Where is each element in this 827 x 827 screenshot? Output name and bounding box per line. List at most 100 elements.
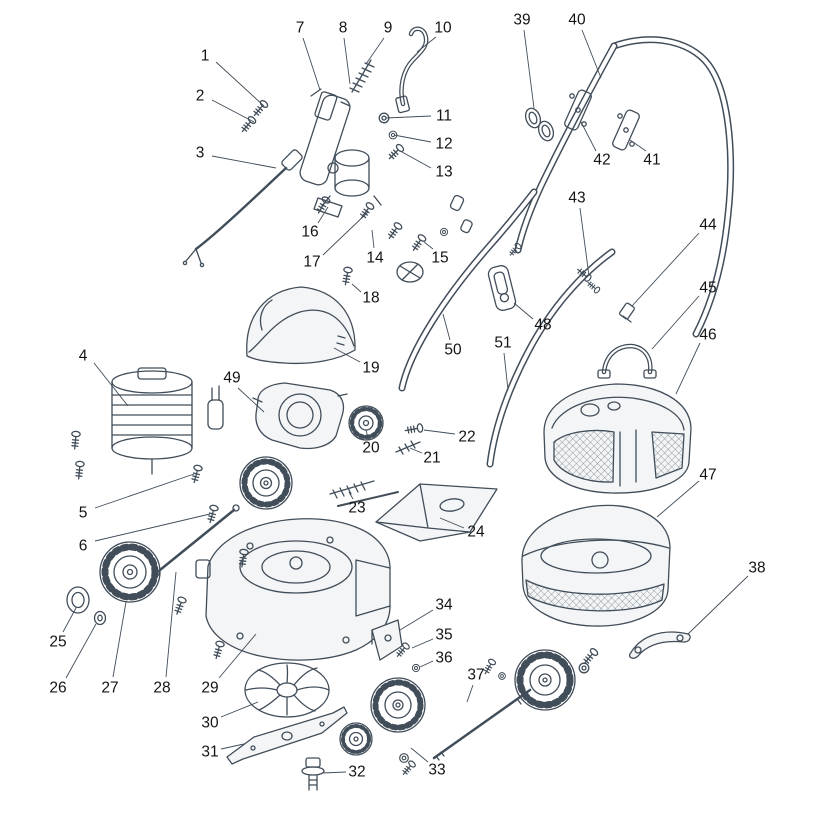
leader-line-37 [466, 684, 474, 703]
leader-line-46 [675, 342, 701, 395]
part-number-51: 51 [494, 335, 511, 352]
motor [111, 367, 193, 475]
wheel-small-20 [348, 405, 384, 441]
part-number-11: 11 [436, 108, 452, 125]
leader-line-36 [419, 660, 434, 668]
part-number-26: 26 [49, 680, 66, 697]
nut-part-36 [411, 663, 421, 673]
washer-part-33 [399, 753, 409, 763]
part-number-39: 39 [513, 12, 530, 29]
leader-line-18 [351, 283, 362, 293]
leader-line-48 [513, 302, 534, 320]
part-number-13: 13 [435, 164, 452, 181]
screw-part-left-a [69, 430, 82, 450]
part-number-17: 17 [303, 254, 320, 271]
leader-line-13 [401, 151, 432, 169]
screw-part-deck-b [172, 595, 188, 617]
grass-box-top [543, 383, 692, 494]
leader-line-1 [215, 61, 265, 107]
part-number-6: 6 [79, 538, 88, 555]
blade-bolt [301, 757, 325, 791]
part-number-21: 21 [423, 450, 440, 467]
part-number-14: 14 [366, 250, 384, 267]
screw-part-22 [403, 422, 424, 436]
cable-clip-39b [537, 120, 555, 142]
part-number-46: 46 [699, 327, 716, 344]
part-number-28: 28 [153, 680, 170, 697]
screw-part-5 [189, 463, 204, 485]
leader-line-40 [581, 29, 602, 79]
leader-line-47 [656, 480, 700, 518]
part-number-19: 19 [362, 360, 379, 377]
motor-cover-dome [246, 286, 356, 365]
part-number-24: 24 [467, 524, 485, 541]
leader-line-22 [423, 429, 456, 435]
bolt-44 [619, 302, 635, 323]
leader-line-51 [503, 352, 509, 391]
leader-line-14 [371, 229, 375, 249]
part-number-41: 41 [643, 152, 660, 169]
rear-axle [432, 688, 532, 761]
screw-part-left-b [73, 460, 86, 480]
leader-line-15 [423, 241, 434, 250]
leader-line-3 [211, 155, 277, 169]
screw-part-43b [585, 279, 602, 295]
leader-line-23 [348, 491, 354, 500]
part-number-38: 38 [748, 560, 765, 577]
wheel-rear-right [514, 649, 576, 711]
leader-line-45 [651, 295, 700, 350]
grass-box-bottom [521, 504, 671, 627]
part-number-10: 10 [434, 20, 452, 37]
leader-line-9 [365, 37, 385, 65]
screw-part-17 [357, 200, 376, 222]
part-number-43: 43 [568, 190, 585, 207]
cable-hook [395, 26, 429, 114]
screw-part-15 [409, 232, 428, 254]
part-number-3: 3 [196, 145, 205, 162]
cable-clip-39a [524, 107, 542, 129]
part-number-18: 18 [362, 290, 379, 307]
leader-line-17 [322, 211, 369, 256]
part-number-4: 4 [79, 348, 88, 365]
leader-line-6 [94, 513, 211, 542]
leader-line-33 [410, 747, 429, 763]
leader-line-20 [365, 429, 369, 439]
power-cable [182, 149, 303, 268]
part-number-37: 37 [467, 667, 484, 684]
mower-deck [195, 518, 391, 661]
leader-line-49 [237, 387, 265, 413]
leader-line-34 [399, 609, 434, 631]
mulch-flap [375, 483, 498, 542]
motor-mount [313, 149, 382, 218]
leader-line-19 [333, 347, 361, 363]
screw-part-18 [340, 266, 354, 287]
clip-part-a [449, 194, 465, 212]
leader-line-32 [321, 771, 347, 774]
part-number-45: 45 [699, 280, 716, 297]
wheel-front-left [99, 541, 161, 603]
switch-housing [299, 88, 351, 186]
part-number-49: 49 [223, 370, 240, 387]
hubcap [66, 586, 90, 614]
spring-pin-21 [395, 440, 421, 455]
nut-part-15b [439, 227, 449, 237]
screw-part-right [580, 646, 600, 667]
leader-line-28 [165, 571, 177, 678]
part-number-40: 40 [568, 12, 586, 29]
lower-handle-tube-51 [486, 248, 616, 468]
leader-line-5 [94, 473, 195, 509]
spring-23 [329, 480, 399, 507]
part-number-47: 47 [699, 467, 716, 484]
part-number-22: 22 [458, 429, 475, 446]
part-number-42: 42 [593, 152, 610, 169]
rear-flap-plate [371, 619, 403, 661]
part-number-5: 5 [79, 505, 88, 522]
lower-handle-tube-50 [398, 188, 538, 392]
screw-part-2 [238, 114, 258, 135]
fan-volute [252, 382, 348, 450]
part-number-7: 7 [296, 20, 305, 37]
part-number-32: 32 [348, 764, 365, 781]
